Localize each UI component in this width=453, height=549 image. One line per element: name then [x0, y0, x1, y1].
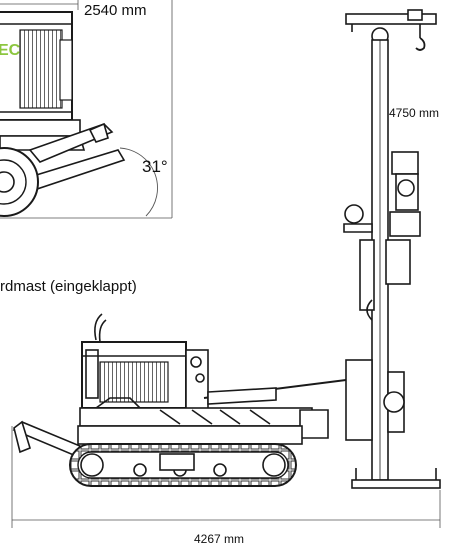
- mast-height-label: 4750 mm: [389, 106, 439, 120]
- bottom-dimension-label: 4267 mm: [194, 532, 244, 546]
- angle-label: 31°: [142, 157, 168, 176]
- top-dimension-label: 2540 mm: [84, 2, 147, 19]
- drill-mast: [343, 9, 441, 489]
- caption-text: rdmast (eingeklappt): [0, 278, 137, 295]
- brand-text: EC: [0, 42, 21, 59]
- drill-rig-folded: [12, 313, 347, 487]
- top-partial-view: [0, 0, 173, 219]
- bottom-dimension-line: [11, 426, 441, 528]
